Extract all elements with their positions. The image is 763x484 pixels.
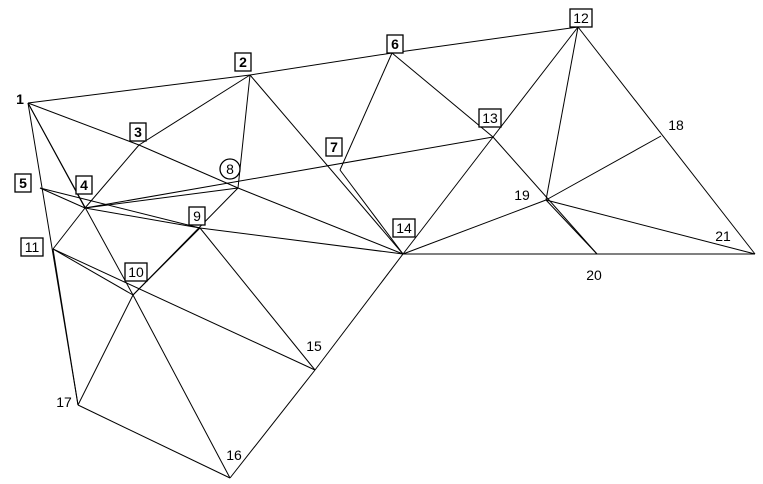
node-14-box [392,218,416,238]
node-13-box [478,108,502,128]
edge-15-16 [229,369,316,479]
edge-12-19 [545,26,579,201]
node-15-label: 15 [306,338,322,354]
edge-3-8 [138,144,239,189]
node-16-label: 16 [226,447,242,463]
node-13: 13 [478,108,502,128]
node-10-label: 10 [128,264,144,280]
node-12: 12 [569,8,593,28]
edge-19-20 [545,199,598,255]
node-5-box [14,173,32,193]
node-6: 6 [386,34,404,54]
edge-11-10 [52,248,134,296]
node-11: 11 [20,237,44,257]
node-5: 5 [14,173,32,193]
edge-2-3 [138,74,251,146]
node-10: 10 [124,262,148,282]
edge-10-16 [132,294,231,479]
edge-14-15 [314,253,404,371]
edge-11-15 [52,248,316,371]
edge-5-9 [39,187,201,229]
edge-6-7 [339,52,393,171]
node-20-label: 20 [586,267,602,283]
edge-2-6 [249,52,393,76]
node-18-label: 18 [668,117,684,133]
node-7-label: 7 [330,139,338,155]
edge-9-14 [199,227,404,255]
node-8: 8 [219,158,241,180]
node-8-circle [219,158,241,180]
node-7: 7 [325,137,343,157]
node-7-box [325,137,343,157]
edge-7-14 [339,169,404,255]
node-21: 21 [715,228,731,244]
node-13-label: 13 [482,110,498,126]
node-11-box [20,237,44,257]
node-9-label: 9 [193,208,201,224]
node-8-label: 8 [226,161,234,177]
edge-12-21 [577,26,756,255]
node-17-label: 17 [56,394,72,410]
mesh-edges [27,26,756,479]
edge-12-13 [492,26,579,138]
node-18: 18 [668,117,684,133]
node-2-box [234,52,252,72]
edge-14-19 [402,199,547,255]
edge-1-2 [27,74,251,104]
edge-4-9 [84,207,201,229]
edge-13-14 [402,136,494,255]
node-9-box [188,206,206,226]
edge-6-13 [391,52,494,138]
node-10-box [124,262,148,282]
edge-3-4 [84,144,140,209]
edge-4-11 [52,207,86,250]
node-9: 9 [188,206,206,226]
node-16: 16 [226,447,242,463]
node-14: 14 [392,218,416,238]
edge-2-14 [249,74,404,255]
node-12-label: 12 [573,10,589,26]
edge-9-15 [199,227,316,371]
node-4-box [75,175,93,195]
edge-16-17 [77,404,231,479]
node-1-label: 1 [16,91,24,107]
node-15: 15 [306,338,322,354]
edge-13-20 [492,136,598,255]
node-17: 17 [56,394,72,410]
edge-19-21 [545,199,756,255]
edge-11-17 [52,248,79,406]
node-20: 20 [586,267,602,283]
node-1: 1 [16,91,24,107]
edge-19-18 [545,135,662,201]
node-5-label: 5 [19,175,27,191]
node-6-label: 6 [391,36,399,52]
edge-5-4 [39,187,86,209]
node-2-label: 2 [239,54,247,70]
edge-4-8 [84,187,239,209]
edge-8-14 [237,187,404,255]
edge-10-17 [77,294,134,406]
node-3-box [129,122,147,142]
edge-6-12 [391,26,579,54]
node-2: 2 [234,52,252,72]
edge-1-3 [27,102,140,146]
node-19: 19 [514,187,530,203]
node-6-box [386,34,404,54]
edge-1-10 [27,102,134,296]
node-4: 4 [75,175,93,195]
node-14-label: 14 [396,220,412,236]
node-3-label: 3 [134,124,142,140]
node-11-label: 11 [25,239,40,255]
node-4-label: 4 [80,177,88,193]
edge-10-9 [132,227,201,296]
edge-4-13 [84,136,494,209]
node-21-label: 21 [715,228,731,244]
node-3: 3 [129,122,147,142]
node-19-label: 19 [514,187,530,203]
node-12-box [569,8,593,28]
